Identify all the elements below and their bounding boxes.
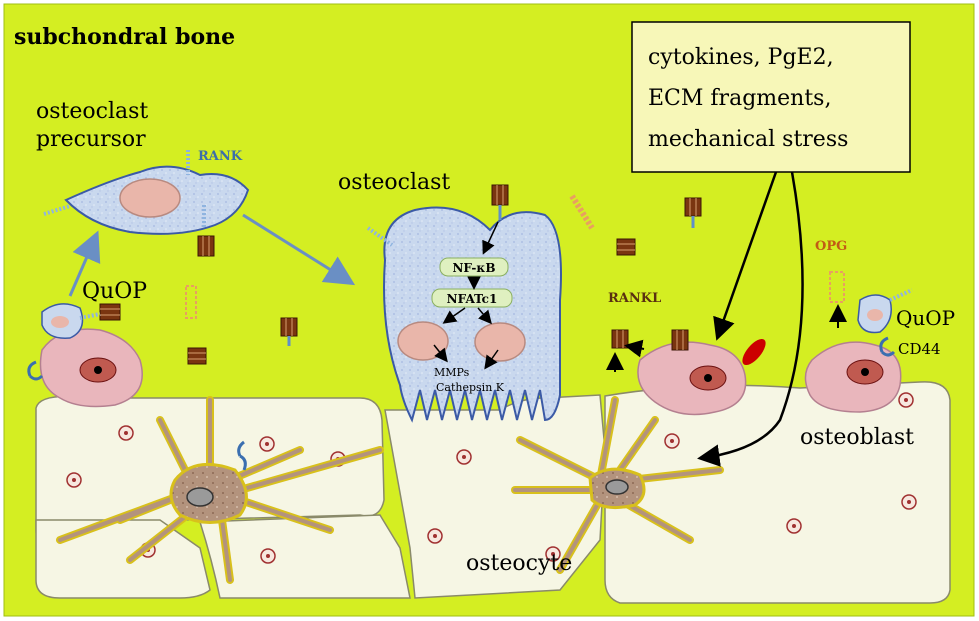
- quop-label-left: QuOP: [82, 279, 147, 304]
- bone-block: [200, 515, 410, 598]
- osteoblast-label: osteoblast: [800, 425, 914, 450]
- stimuli-line: cytokines, PgE2,: [648, 45, 834, 70]
- osteoclast-precursor-label: precursor: [36, 127, 146, 152]
- stimuli-line: ECM fragments,: [648, 86, 831, 111]
- osteocyte-nucleus: [187, 488, 213, 506]
- nfatc1-label: NFATc1: [447, 292, 498, 306]
- osteocyte-nucleus: [606, 480, 628, 494]
- osteoclast-precursor-label: osteoclast: [36, 99, 148, 124]
- quop-label-right: QuOP: [896, 306, 955, 330]
- cd44-label: CD44: [898, 340, 941, 358]
- osteoclast-nucleus: [475, 323, 525, 361]
- cathepsin-k-label: Cathepsin K: [436, 381, 505, 394]
- osteocyte-label: osteocyte: [466, 551, 572, 576]
- bone-block: [605, 382, 950, 603]
- osteoclast-label: osteoclast: [338, 170, 450, 195]
- nfkb-label: NF-κB: [452, 261, 495, 275]
- opg-label: OPG: [815, 239, 847, 254]
- stimuli-line: mechanical stress: [648, 127, 848, 152]
- precursor-nucleus: [120, 179, 180, 217]
- title: subchondral bone: [14, 24, 235, 50]
- rankl-label: RANKL: [608, 291, 661, 306]
- mmps-label: MMPs: [434, 366, 470, 379]
- rank-label: RANK: [198, 149, 243, 164]
